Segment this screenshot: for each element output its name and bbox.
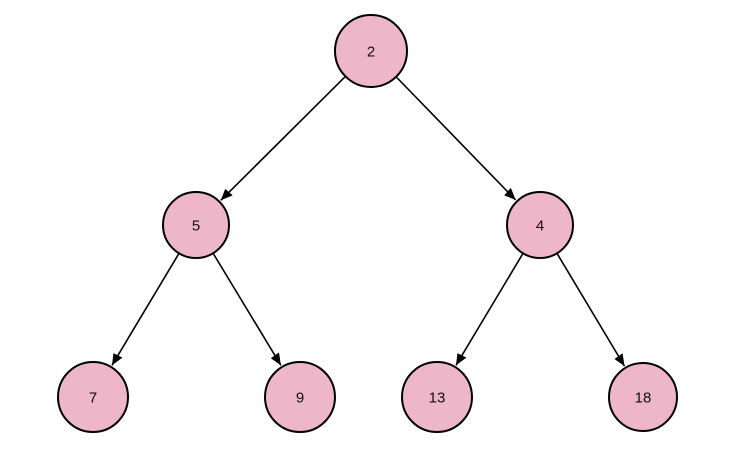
tree-node-7: 7 <box>57 361 129 433</box>
tree-node-circle-4 <box>506 191 574 259</box>
tree-edge-2-4 <box>396 76 517 201</box>
tree-node-circle-7 <box>57 361 129 433</box>
tree-node-5: 5 <box>162 191 230 259</box>
tree-node-circle-9 <box>264 361 336 433</box>
tree-node-label: 5 <box>192 218 200 235</box>
tree-node-label: 2 <box>367 44 375 61</box>
tree-node-circle-5 <box>162 191 230 259</box>
tree-edge-5-9 <box>212 253 282 366</box>
tree-node-label: 9 <box>296 390 304 407</box>
tree-node-label: 4 <box>536 218 544 235</box>
tree-node-2: 2 <box>334 14 408 88</box>
tree-node-circle-18 <box>608 362 678 432</box>
tree-node-label: 13 <box>429 390 446 407</box>
tree-edge-4-13 <box>455 253 524 366</box>
tree-edge-2-5 <box>220 76 346 201</box>
tree-node-9: 9 <box>264 361 336 433</box>
tree-node-18: 18 <box>608 362 678 432</box>
tree-node-circle-13 <box>401 361 473 433</box>
tree-node-4: 4 <box>506 191 574 259</box>
tree-node-label: 7 <box>89 390 97 407</box>
tree-node-label: 18 <box>635 390 652 407</box>
tree-edge-5-7 <box>111 253 180 366</box>
tree-node-circle-2 <box>334 14 408 88</box>
tree-node-13: 13 <box>401 361 473 433</box>
tree-edge-4-18 <box>556 253 626 367</box>
